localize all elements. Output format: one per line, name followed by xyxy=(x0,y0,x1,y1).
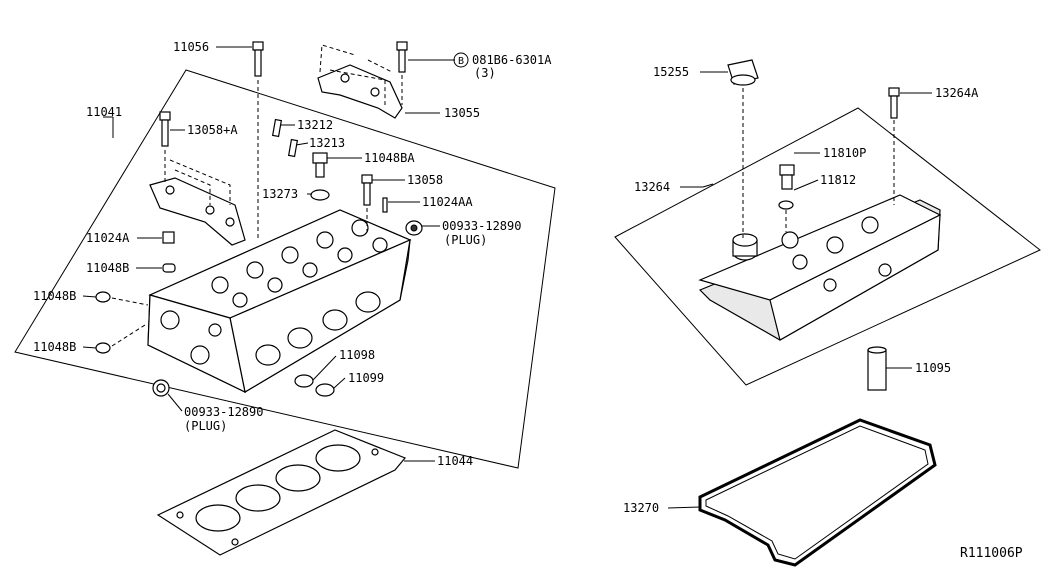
label-13264a: 13264A xyxy=(935,86,979,100)
label-13270: 13270 xyxy=(623,501,659,515)
label-plug-lower: (PLUG) xyxy=(184,419,227,433)
seal-11098 xyxy=(294,374,314,388)
bolt-11056 xyxy=(252,41,264,77)
cylinder-head-frame xyxy=(14,69,556,469)
label-11041: 11041 xyxy=(86,105,122,119)
svg-text:B: B xyxy=(458,56,464,67)
label-13058: 13058 xyxy=(407,173,443,187)
bolt-13058a xyxy=(159,111,171,147)
cylinder-head xyxy=(147,209,412,394)
label-11098: 11098 xyxy=(339,348,375,362)
label-15255: 15255 xyxy=(653,65,689,79)
label-11048b-3: 11048B xyxy=(33,340,76,354)
label-13213: 13213 xyxy=(309,136,345,150)
pin-13212 xyxy=(271,118,283,138)
label-081b6-6301a: 081B6-6301A xyxy=(472,53,552,67)
label-11044: 11044 xyxy=(437,454,473,468)
bolt-13264a xyxy=(888,87,900,119)
label-11024aa: 11024AA xyxy=(422,195,473,209)
label-plug-upper: (PLUG) xyxy=(444,233,487,247)
label-13273: 13273 xyxy=(262,187,298,201)
label-11048b-1: 11048B xyxy=(86,261,129,275)
valve-cover-13264 xyxy=(698,194,942,341)
label-00933-lower: 00933-12890 xyxy=(184,405,263,419)
valve-cover-gasket-13270 xyxy=(698,418,937,567)
part-labels: 11056 081B6-6301A (3) 13055 11041 13058+… xyxy=(33,40,1023,561)
nut-11024a xyxy=(162,231,175,244)
label-13264: 13264 xyxy=(634,180,670,194)
rear-bracket-13055 xyxy=(317,64,403,119)
diagram-ref-code: R111006P xyxy=(960,546,1023,561)
label-13055: 13055 xyxy=(444,106,480,120)
stud-11024aa xyxy=(382,197,388,213)
label-00933-upper: 00933-12890 xyxy=(442,219,521,233)
washer-13273 xyxy=(310,189,330,201)
valve-cover-frame xyxy=(614,107,1041,386)
label-13058a: 13058+A xyxy=(187,123,238,137)
label-11048b-2: 11048B xyxy=(33,289,76,303)
front-cam-bracket xyxy=(149,177,246,246)
leader-lines xyxy=(82,46,932,509)
plug-11048b-1 xyxy=(162,263,176,273)
bolt-marker: B xyxy=(453,52,469,68)
label-11095: 11095 xyxy=(915,361,951,375)
label-11024a: 11024A xyxy=(86,231,130,245)
label-11810p: 11810P xyxy=(823,146,866,160)
plug-11048b-3 xyxy=(95,342,111,354)
label-13212: 13212 xyxy=(297,118,333,132)
plug-11048b-2 xyxy=(95,291,111,303)
bolt-081b6 xyxy=(396,41,408,73)
tube-11095 xyxy=(867,346,887,391)
grommet-11812 xyxy=(778,200,794,210)
oil-cap-15255 xyxy=(727,59,759,86)
label-11056: 11056 xyxy=(173,40,209,54)
label-11048ba: 11048BA xyxy=(364,151,415,165)
pcv-valve-11810p xyxy=(779,164,795,190)
pin-13213 xyxy=(287,138,299,158)
seal-11099 xyxy=(315,383,335,397)
seal-11048ba xyxy=(312,152,328,178)
label-11099: 11099 xyxy=(348,371,384,385)
label-11812: 11812 xyxy=(820,173,856,187)
head-gasket-11044 xyxy=(156,429,406,556)
bolt-13058 xyxy=(361,174,373,206)
label-081b6-qty: (3) xyxy=(474,66,496,80)
